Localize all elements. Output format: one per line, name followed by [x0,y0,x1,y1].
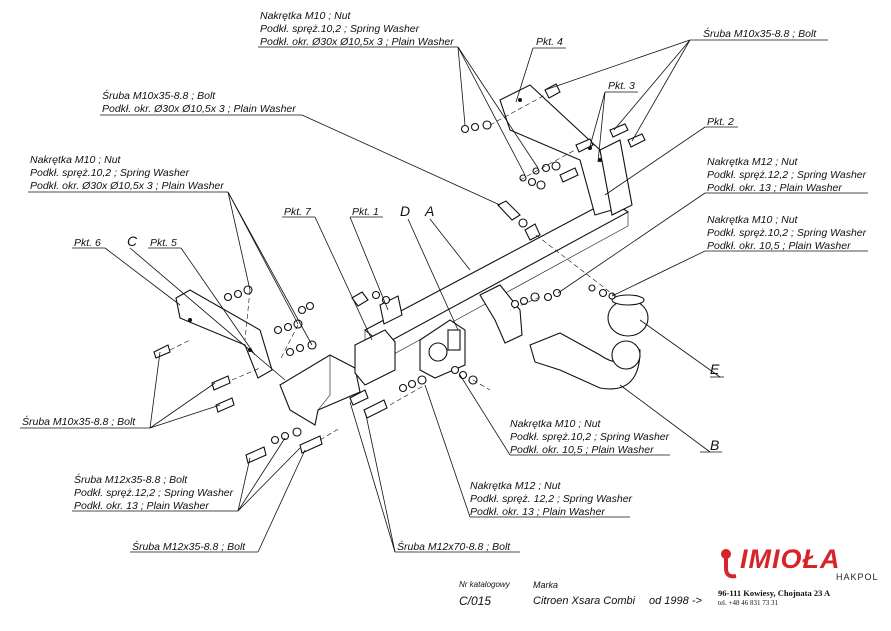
annotation-labels: Nakrętka M10 ; Nut Podkł. spręż.10,2 ; S… [22,10,867,553]
label-bottom-left-m12-1: Śruba M12x35-8.8 ; Bolt [74,473,188,486]
brand-label: Marka [533,580,559,590]
logo-text: IMIOŁA [740,544,841,574]
label-left-nut-3: Podkł. okr. Ø30x Ø10,5x 3 ; Plain Washer [30,180,224,192]
label-letter-c: C [127,233,138,249]
label-center-nut-m10-2: Podkł. spręż.10,2 ; Spring Washer [510,431,670,443]
label-center-nut-m12-1: Nakrętka M12 ; Nut [470,480,562,492]
label-pkt3: Pkt. 3 [608,80,635,92]
towball-arm [529,332,641,390]
label-left-nut-2: Podkł. spręż.10,2 ; Spring Washer [30,167,190,179]
fastener-group-upper-left [497,200,541,241]
label-right-nut-m12-3: Podkł. okr. 13 ; Plain Washer [707,182,842,194]
label-upper-left-bolt-1: Śruba M10x35-8.8 ; Bolt [102,89,216,102]
fastener-group-top [460,83,646,190]
label-pkt6: Pkt. 6 [74,237,101,249]
label-pkt4: Pkt. 4 [536,36,563,48]
label-center-nut-m10-3: Podkł. okr. 10,5 ; Plain Washer [510,444,654,456]
label-bottom-left-m12-3: Podkł. okr. 13 ; Plain Washer [74,500,209,512]
tube-receiver [354,329,396,386]
label-bolt-m12x70: Śruba M12x70-8.8 ; Bolt [397,540,511,553]
label-pkt5: Pkt. 5 [150,237,177,249]
label-letter-b: B [710,437,719,453]
year-value: od 1998 -> [649,595,702,607]
label-pkt7: Pkt. 7 [284,206,312,218]
label-top-nut-3: Podkł. okr. Ø30x Ø10,5x 3 ; Plain Washer [260,36,454,48]
label-letter-e: E [710,361,720,377]
company-address: 96-111 Kowiesy, Chojnata 23 A [718,588,831,598]
label-top-nut-1: Nakrętka M10 ; Nut [260,10,352,22]
label-letter-a: A [424,203,434,219]
label-center-nut-m12-2: Podkł. spręż. 12,2 ; Spring Washer [470,493,633,505]
towhook-logo-icon [721,549,737,579]
label-letter-d: D [400,203,410,219]
fastener-group-right-center [510,284,616,309]
leader-lines [20,39,868,553]
label-top-nut-2: Podkł. spręż.10,2 ; Spring Washer [260,23,420,35]
label-left-nut-1: Nakrętka M10 ; Nut [30,154,122,166]
label-right-nut-m12-1: Nakrętka M12 ; Nut [707,156,799,168]
label-right-nut-m12-2: Podkł. spręż.12,2 ; Spring Washer [707,169,867,181]
label-bottom-left-m12-2: Podkł. spręż.12,2 ; Spring Washer [74,487,234,499]
company-logo: IMIOŁA HAKPOL [718,544,883,586]
label-top-right-bolt: Śruba M10x35-8.8 ; Bolt [703,27,817,40]
brand-value: Citroen Xsara Combi [533,595,636,607]
company-phone: tel. +48 46 831 73 31 [718,599,778,607]
right-side-bracket [499,84,613,216]
logo-subtext: HAKPOL [836,572,879,582]
label-right-nut-m10-3: Podkł. okr. 10,5 ; Plain Washer [707,240,851,252]
left-side-bracket [175,289,273,379]
assembly-dashed-lines [169,94,616,441]
catalog-number-label: Nr katalogowy [459,580,510,589]
label-bottom-left-bolt: Śruba M10x35-8.8 ; Bolt [22,415,136,428]
label-center-nut-m12-3: Podkł. okr. 13 ; Plain Washer [470,506,605,518]
parts-drawing [153,83,649,464]
label-right-nut-m10-2: Podkł. spręż.10,2 ; Spring Washer [707,227,867,239]
title-block: Nr katalogowy C/015 Marka Citroen Xsara … [455,580,885,630]
center-mount-bracket [479,284,523,344]
catalog-number-value: C/015 [459,594,492,608]
label-center-nut-m10-1: Nakrętka M10 ; Nut [510,418,602,430]
label-pkt1: Pkt. 1 [352,206,379,218]
left-extension-bar [279,354,361,426]
label-pkt2: Pkt. 2 [707,116,734,128]
label-right-nut-m10-1: Nakrętka M10 ; Nut [707,214,799,226]
label-bolt-m12x35: Śruba M12x35-8.8 ; Bolt [132,540,246,553]
label-upper-left-bolt-2: Podkł. okr. Ø30x Ø10,5x 3 ; Plain Washer [102,103,296,115]
